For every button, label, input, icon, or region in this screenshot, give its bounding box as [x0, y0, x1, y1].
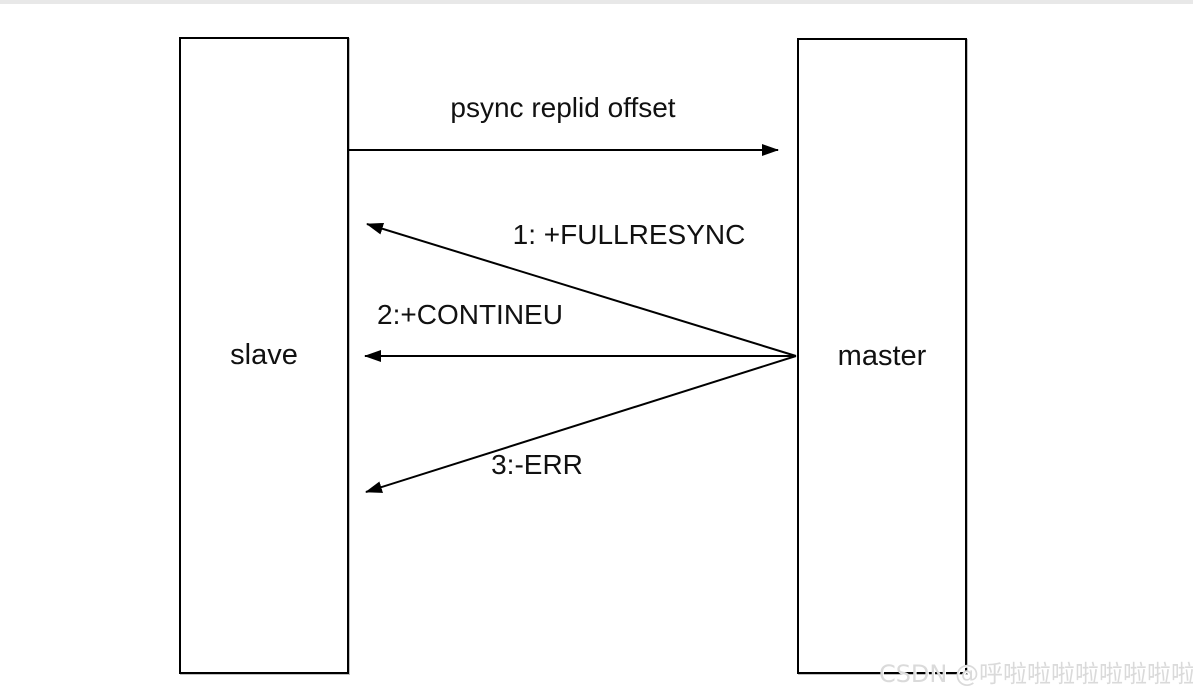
node-master-label: master	[837, 339, 927, 372]
node-slave-label: slave	[230, 339, 298, 371]
node-master: master	[797, 38, 967, 674]
node-slave: slave	[179, 37, 349, 674]
message-label-err: 3:-ERR	[491, 449, 583, 480]
message-label-contineu: 2:+CONTINEU	[377, 299, 563, 330]
message-label-fullresync: 1: +FULLRESYNC	[512, 219, 746, 250]
csdn-watermark: CSDN @呼啦啦啦啦啦啦啦啦	[878, 660, 1193, 688]
top-border-bar	[0, 0, 1193, 4]
message-label-psync: psync replid offset	[450, 92, 676, 123]
